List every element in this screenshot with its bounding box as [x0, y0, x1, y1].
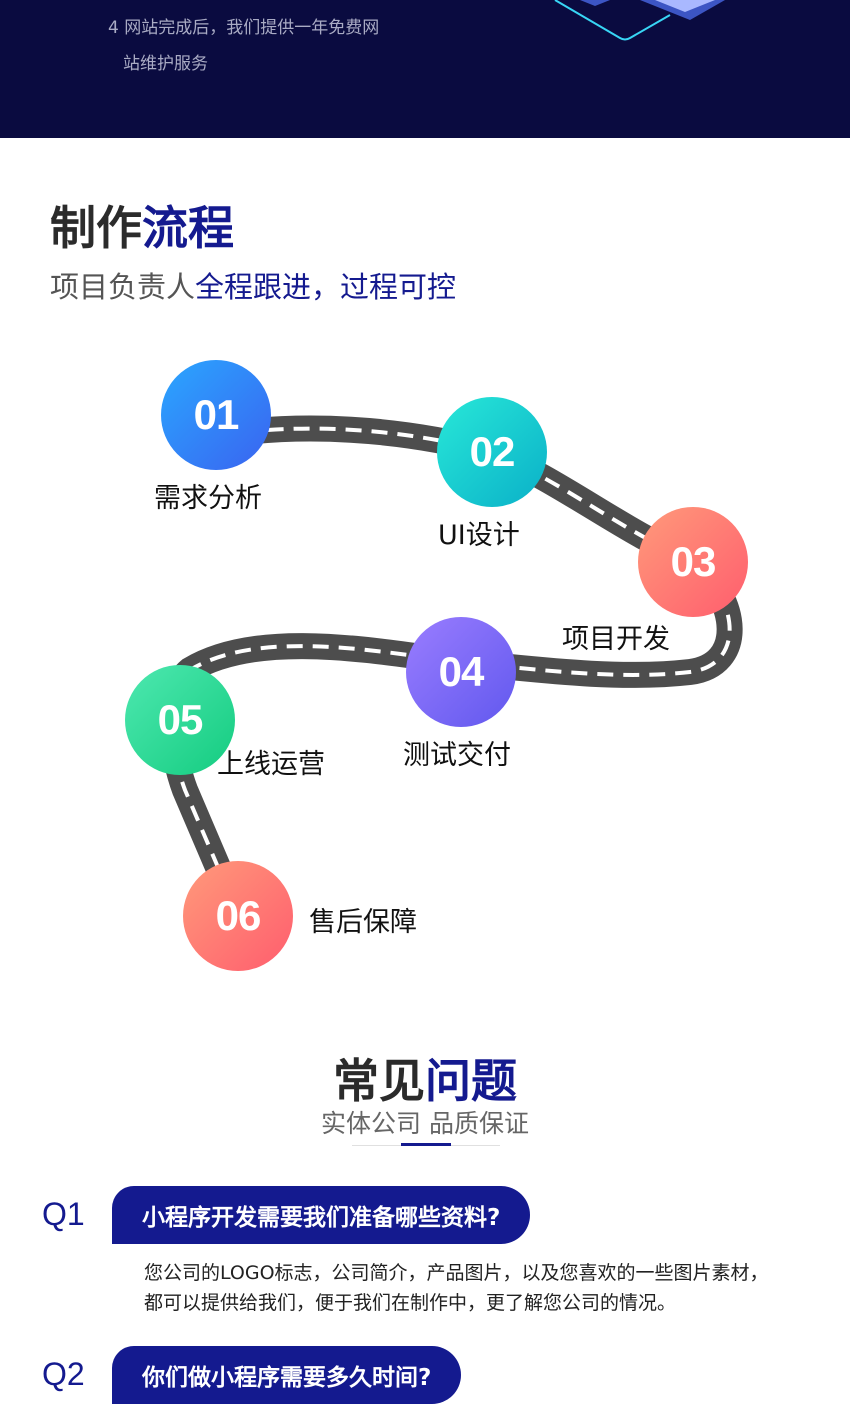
road-path [159, 415, 743, 913]
faq-q1-question[interactable]: 小程序开发需要我们准备哪些资料? [112, 1186, 531, 1244]
faq-subtitle: 实体公司 品质保证 [321, 1109, 529, 1138]
step-01-label: 需求分析 [154, 483, 262, 514]
hero-banner: 4 网站完成后，我们提供一年免费网 站维护服务 [0, 0, 850, 138]
faq-q2-question[interactable]: 你们做小程序需要多久时间? [112, 1346, 462, 1404]
faq-q1-answer: 您公司的LOGO标志，公司简介，产品图片，以及您喜欢的一些图片素材，都可以提供给… [144, 1262, 769, 1314]
step-05-label: 上线运营 [217, 749, 325, 780]
faq-title: 常见问题 [333, 1054, 517, 1108]
process-subtitle: 项目负责人全程跟进，过程可控 [50, 270, 457, 304]
step-01-badge: 01 [161, 360, 271, 470]
step-03-badge: 03 [638, 507, 748, 617]
faq-q1-number: Q1 [42, 1196, 85, 1232]
faq-q2-number: Q2 [42, 1356, 85, 1392]
step-04-label: 测试交付 [403, 740, 511, 771]
step-04-badge: 04 [406, 617, 516, 727]
step-03-label: 项目开发 [562, 624, 670, 655]
divider-accent [401, 1143, 451, 1146]
step-06-badge: 06 [183, 861, 293, 971]
step-06-label: 售后保障 [309, 907, 417, 938]
hero-text-2: 站维护服务 [123, 54, 208, 74]
process-title: 制作流程 [50, 201, 234, 255]
step-05-badge: 05 [125, 665, 235, 775]
hero-text-1: 4 网站完成后，我们提供一年免费网 [108, 18, 380, 38]
isometric-illustration [554, 0, 725, 41]
step-02-badge: 02 [437, 397, 547, 507]
step-02-label: UI设计 [438, 520, 520, 551]
